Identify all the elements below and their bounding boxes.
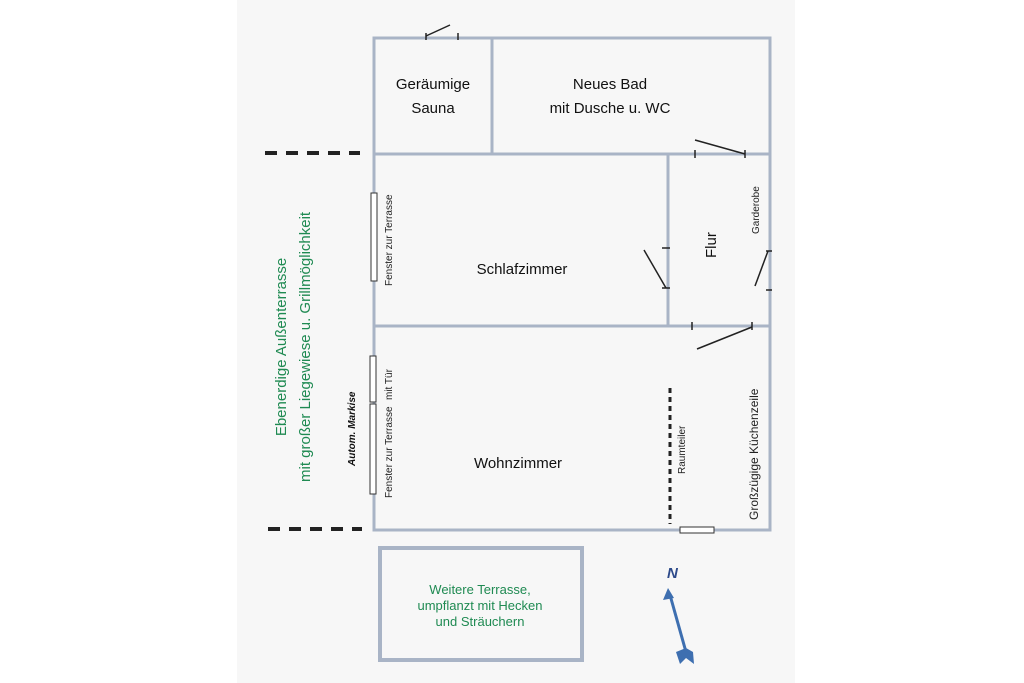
living-door bbox=[696, 326, 753, 350]
living-window bbox=[369, 403, 377, 495]
bedroom-window-label: Fenster zur Terrasse bbox=[384, 194, 395, 286]
kitchen-window bbox=[679, 526, 715, 534]
bedroom-window bbox=[370, 192, 378, 282]
kitchen-label: Großzügige Küchenzeile bbox=[747, 388, 761, 520]
living-door-window bbox=[369, 355, 377, 403]
living-window-label: Fenster zur Terrasse bbox=[384, 406, 395, 498]
wardrobe-door bbox=[754, 250, 769, 287]
bath-label: Neues Bad mit Dusche u. WC bbox=[549, 76, 671, 117]
north-label: N bbox=[667, 565, 678, 582]
plan-paper bbox=[237, 0, 795, 683]
bath-door bbox=[694, 139, 746, 155]
north-arrow bbox=[663, 588, 694, 664]
outdoor-terrace-label: Ebenerdige Außenterrasse mit großer Lieg… bbox=[273, 211, 314, 482]
awning-label: Autom. Markise bbox=[347, 391, 358, 466]
further-terrace-box bbox=[378, 546, 584, 662]
hall-label: Flur bbox=[703, 232, 720, 258]
living-room bbox=[372, 324, 772, 532]
wardrobe-label: Garderobe bbox=[751, 186, 762, 234]
divider-label: Raumteiler bbox=[677, 425, 688, 474]
bedroom-label: Schlafzimmer bbox=[476, 261, 568, 278]
living-label: Wohnzimmer bbox=[473, 455, 563, 472]
sauna-door bbox=[425, 24, 451, 37]
bedroom-door bbox=[643, 249, 667, 289]
bedroom-room bbox=[372, 152, 670, 328]
living-door-label: mit Tür bbox=[384, 369, 395, 400]
sauna-label: Geräumige Sauna bbox=[395, 76, 471, 117]
further-terrace-label: Weitere Terrasse, umpflanzt mit Hecken u… bbox=[417, 582, 543, 629]
